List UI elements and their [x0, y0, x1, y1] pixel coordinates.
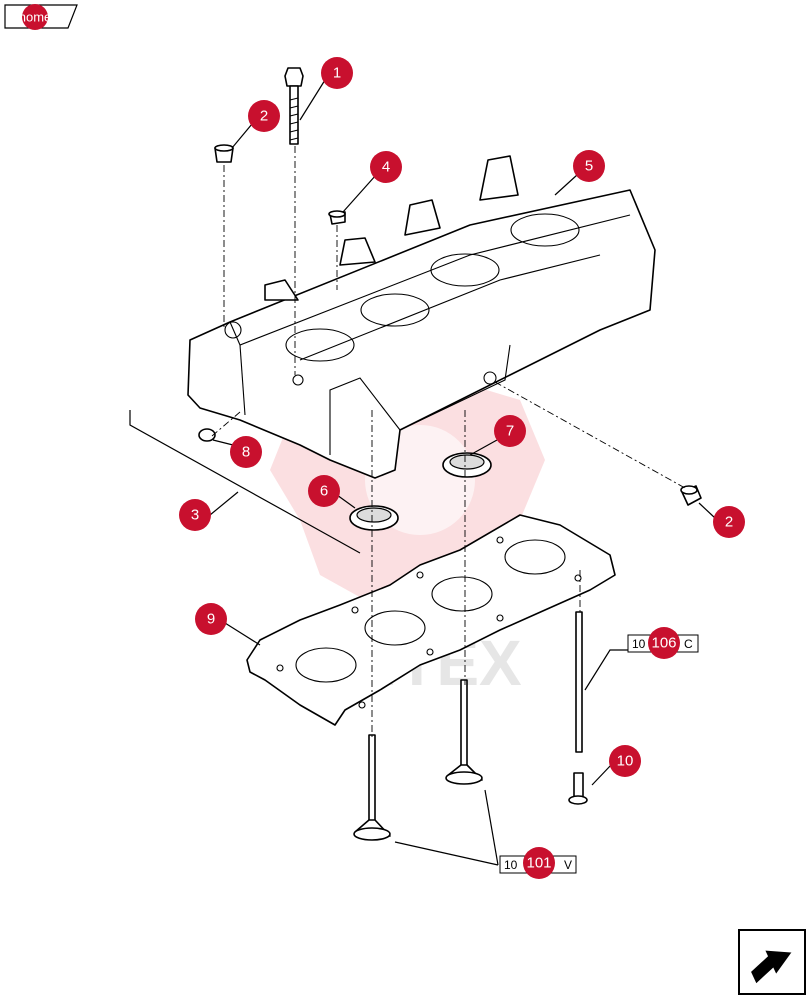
callout-4-label: 4	[382, 159, 390, 176]
next-page-button[interactable]	[738, 929, 806, 995]
callout-3-label: 3	[191, 507, 199, 524]
callout-101[interactable]: 101	[523, 847, 555, 879]
callout-9-label: 9	[207, 611, 215, 628]
callout-2-top[interactable]: 2	[248, 100, 280, 132]
callout-5-label: 5	[585, 158, 593, 175]
home-label: home	[19, 10, 52, 25]
callout-3[interactable]: 3	[179, 499, 211, 531]
callout-1[interactable]: 1	[321, 57, 353, 89]
plug-top-left	[214, 144, 234, 163]
callout-101-label: 101	[526, 855, 551, 872]
callout-10[interactable]: 10	[609, 745, 641, 777]
home-button[interactable]: home	[4, 4, 78, 30]
ref-box-106-prefix: 10	[632, 637, 646, 651]
head-gasket	[246, 514, 616, 726]
callout-2-top-label: 2	[260, 108, 268, 125]
callout-1-label: 1	[333, 65, 341, 82]
cylinder-head	[187, 155, 656, 479]
callout-5[interactable]: 5	[573, 150, 605, 182]
valve-right	[445, 679, 483, 785]
callout-6-label: 6	[320, 483, 328, 500]
callout-8[interactable]: 8	[230, 436, 262, 468]
seal-7	[442, 452, 492, 478]
next-arrow-icon	[749, 948, 795, 986]
ref-box-106-suffix: C	[684, 637, 693, 651]
callout-7-label: 7	[506, 423, 514, 440]
callout-106-label: 106	[651, 635, 676, 652]
callout-9[interactable]: 9	[195, 603, 227, 635]
callout-7[interactable]: 7	[494, 415, 526, 447]
valve-left	[353, 734, 391, 841]
center-lines	[211, 146, 686, 740]
callout-6[interactable]: 6	[308, 475, 340, 507]
callout-8-label: 8	[242, 444, 250, 461]
head-bolt	[284, 67, 304, 145]
pushrod	[575, 611, 583, 753]
callout-106[interactable]: 106	[648, 627, 680, 659]
callout-4[interactable]: 4	[370, 151, 402, 183]
callout-2-right-label: 2	[725, 514, 733, 531]
plug-4	[328, 210, 346, 225]
plug-right	[680, 485, 702, 506]
ref-box-101-prefix: 10	[504, 858, 518, 872]
plug-8	[198, 428, 216, 442]
callout-10-label: 10	[617, 753, 634, 770]
seal-6	[349, 505, 399, 531]
tappet	[568, 772, 588, 805]
callout-2-right[interactable]: 2	[713, 506, 745, 538]
ref-box-101-suffix: V	[564, 858, 572, 872]
